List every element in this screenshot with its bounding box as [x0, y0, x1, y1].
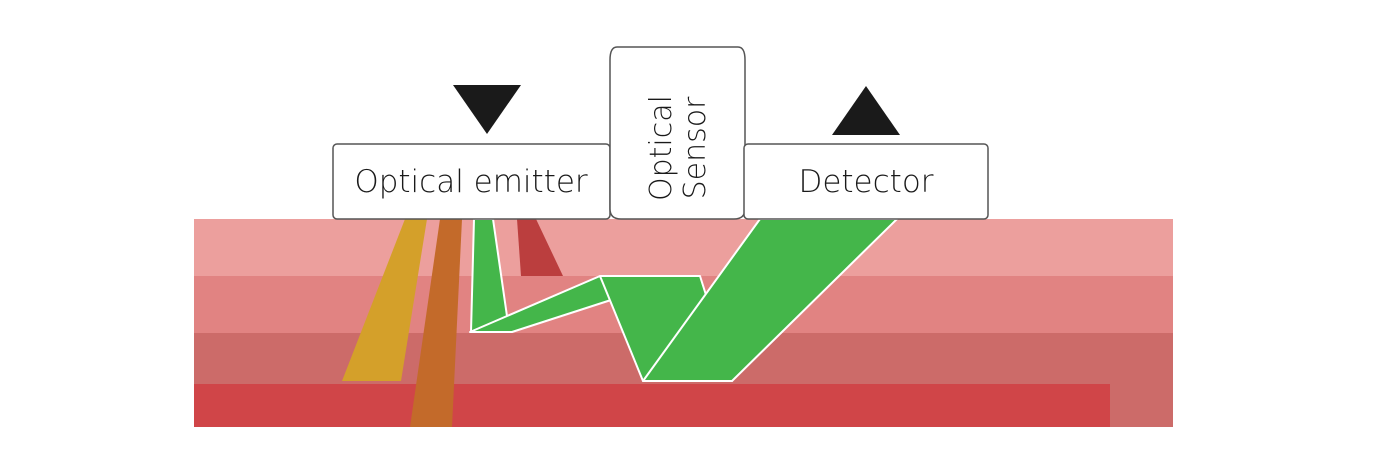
sensor-box-frame: [609, 46, 746, 220]
sensor-label-line1: Optical: [644, 95, 679, 201]
sensor-label-line2: Sensor: [678, 96, 713, 199]
optical-emitter-box: Optical emitter: [332, 143, 611, 220]
beam-orange: [410, 219, 462, 427]
detector-box: Detector: [743, 143, 989, 220]
triangle-up-icon: [832, 86, 900, 135]
light-beams: [342, 218, 898, 427]
tissue-layer-1: [194, 219, 1173, 276]
beam-yellow: [342, 219, 427, 381]
beam-red: [517, 219, 563, 276]
optical-sensor-box: Optical Sensor: [609, 46, 746, 220]
emitter-label: Optical emitter: [354, 164, 588, 200]
tissue-layer-4: [194, 384, 1110, 427]
triangle-down-icon: [453, 85, 521, 134]
detector-label: Detector: [798, 164, 933, 200]
detector-box-frame: [743, 143, 989, 220]
